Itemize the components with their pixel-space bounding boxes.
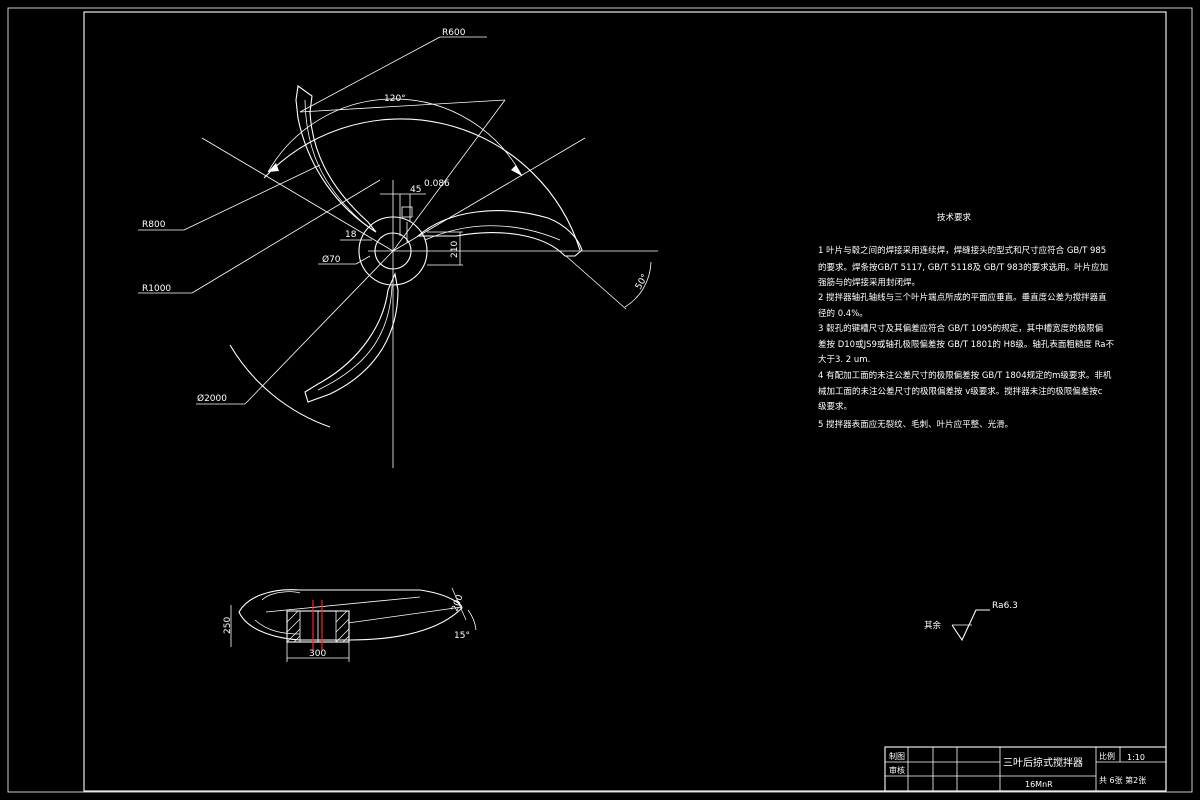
hatch-line bbox=[335, 618, 350, 633]
dim-45: 45 bbox=[410, 185, 421, 195]
arrowhead bbox=[268, 163, 279, 172]
note-line: 级要求。 bbox=[818, 401, 852, 412]
angle-ray-right bbox=[392, 137, 586, 252]
note-line: 差按 D10或JS9或轴孔极限偏差按 GB/T 1801的 H8级。轴孔表面粗糙… bbox=[818, 339, 1115, 350]
dim-angle-120: 120° bbox=[384, 94, 406, 104]
dim-45-tol: 0.086 bbox=[424, 179, 450, 189]
blade-right bbox=[416, 210, 583, 257]
hatch-line bbox=[342, 635, 350, 643]
hatch-line bbox=[335, 628, 350, 643]
blade-lower-inner bbox=[317, 285, 393, 391]
keyway-box bbox=[401, 206, 413, 218]
arrowhead bbox=[511, 165, 522, 176]
dim-210: 210 bbox=[450, 241, 460, 258]
inner-frame bbox=[83, 11, 1167, 792]
dim-300: 300 bbox=[309, 649, 326, 659]
blade-upper-inner bbox=[304, 99, 363, 223]
note-line: 械加工面的未注公差尺寸的极限偏差按 v级要求。搅拌器未注的极限偏差按c bbox=[818, 386, 1103, 397]
angle-50-ray bbox=[565, 255, 627, 310]
swept-circle-arc-lower bbox=[229, 344, 331, 428]
blade-profile-inner bbox=[261, 591, 301, 601]
tb-checked-label: 审核 bbox=[889, 765, 905, 775]
section-view: 250 300 200 15° bbox=[223, 587, 477, 662]
dim-dia2000: Ø2000 bbox=[197, 393, 227, 404]
dim-r800: R800 bbox=[142, 220, 166, 230]
tb-scale-value: 1:10 bbox=[1127, 753, 1145, 762]
dim-dia70: Ø70 bbox=[322, 254, 341, 265]
hatch-line bbox=[335, 610, 348, 623]
dim-250: 250 bbox=[223, 617, 233, 634]
hatch-line bbox=[286, 610, 299, 623]
tb-drawn-label: 制图 bbox=[889, 751, 905, 761]
angle-120-arc bbox=[267, 98, 523, 177]
hub-bore bbox=[374, 232, 412, 270]
hatch-line bbox=[293, 635, 301, 643]
leader-r800-b bbox=[183, 164, 321, 231]
hub-section-right bbox=[335, 610, 350, 643]
note-line: 3 毂孔的键槽尺寸及其偏差应符合 GB/T 1095的规定，其中槽宽度的极限偏 bbox=[818, 323, 1103, 334]
title-block-frame bbox=[884, 746, 1167, 792]
angle-50-arc bbox=[624, 261, 652, 308]
title-block: 制图 审核 三叶后掠式搅拌器 16MnR 比例 1:10 共 6张 第2张 bbox=[884, 746, 1167, 792]
profile-line bbox=[265, 596, 421, 613]
radial-line bbox=[392, 99, 506, 252]
outer-border bbox=[7, 7, 1193, 793]
roughness-symbol: 其余 Ra6.3 bbox=[924, 601, 1018, 642]
roughness-label: 其余 bbox=[924, 620, 942, 631]
plan-view: R600 120° R800 R1000 Ø70 18 45 0.086 210… bbox=[138, 28, 658, 468]
leader-r600 bbox=[299, 36, 441, 113]
diagonal-centerline bbox=[201, 137, 394, 252]
dim-angle-50: 50° bbox=[634, 273, 651, 292]
blade-profile-inner bbox=[254, 619, 301, 635]
hatch-line bbox=[286, 628, 301, 643]
dim-200: 200 bbox=[450, 593, 465, 613]
technical-requirements: 技术要求 1 叶片与毂之间的焊接采用连续焊，焊缝接头的型式和尺寸应符合 GB/T… bbox=[818, 212, 1115, 430]
leader-dia2000-b bbox=[244, 250, 394, 405]
angle-15-arc bbox=[467, 609, 477, 631]
dim-r1000: R1000 bbox=[142, 284, 171, 294]
tb-scale-label: 比例 bbox=[1099, 751, 1115, 761]
notes-title: 技术要求 bbox=[937, 212, 972, 223]
note-line: 4 有配加工面的未注公差尺寸的极限偏差按 GB/T 1804规定的m级要求。非机 bbox=[818, 370, 1112, 381]
note-line: 5 搅拌器表面应无裂纹、毛刺、叶片应平整、光滑。 bbox=[818, 419, 1013, 430]
tb-sheets: 共 6张 第2张 bbox=[1099, 775, 1146, 785]
leader-r600-b bbox=[299, 99, 506, 113]
note-line: 的要求。焊条按GB/T 5117, GB/T 5118及 GB/T 983的要求… bbox=[818, 262, 1108, 273]
note-line: 1 叶片与毂之间的焊接采用连续焊，焊缝接头的型式和尺寸应符合 GB/T 985 bbox=[818, 245, 1106, 256]
tb-drawing-title: 三叶后掠式搅拌器 bbox=[1003, 756, 1083, 769]
note-line: 大于3. 2 um. bbox=[818, 354, 870, 365]
note-line: 强筋与的焊接采用封闭焊。 bbox=[818, 277, 920, 288]
leader-r1000-b bbox=[191, 179, 381, 294]
leader-dia70-b bbox=[355, 255, 371, 265]
note-line: 径的 0.4%。 bbox=[818, 308, 868, 319]
dim-angle-15: 15° bbox=[454, 631, 470, 641]
blade-upper bbox=[295, 85, 377, 233]
tb-material: 16MnR bbox=[1025, 780, 1053, 789]
dim-r600: R600 bbox=[442, 28, 466, 38]
blade-lower bbox=[304, 272, 399, 403]
dim-18: 18 bbox=[345, 230, 357, 240]
hub-outer bbox=[358, 216, 428, 286]
hub-section-left bbox=[286, 610, 301, 643]
blade-profile bbox=[238, 589, 463, 641]
roughness-value: Ra6.3 bbox=[992, 601, 1018, 611]
swept-circle-arc bbox=[263, 118, 581, 251]
hatch-line bbox=[286, 618, 301, 633]
dim-200-line bbox=[451, 587, 467, 621]
profile-line bbox=[347, 606, 463, 624]
note-line: 2 搅拌器轴孔轴线与三个叶片端点所成的平面应垂直。垂直度公差为搅拌器直 bbox=[818, 292, 1107, 303]
blade-right-inner bbox=[424, 225, 561, 241]
